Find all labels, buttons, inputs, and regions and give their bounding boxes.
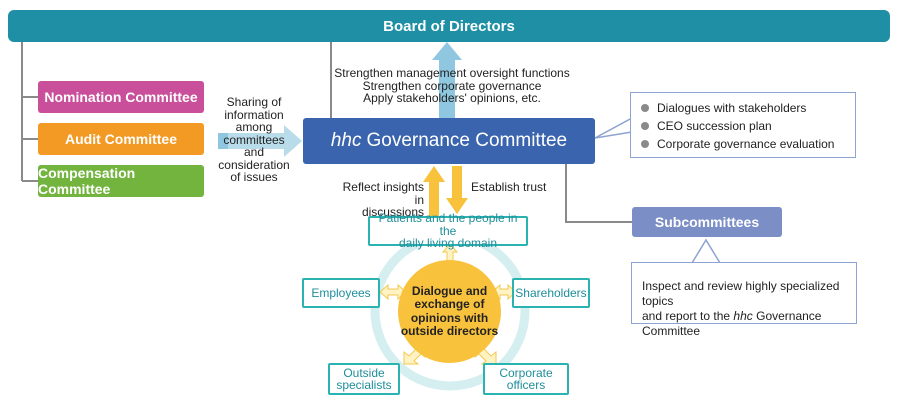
oversight-text: Strengthen management oversight function… — [334, 66, 570, 105]
bullet-dot-icon — [641, 140, 649, 148]
bullet-item: CEO succession plan — [641, 117, 855, 135]
stakeholder-shareholders: Shareholders — [512, 278, 590, 308]
trust-text: Establish trust — [471, 180, 547, 194]
governance-committee: hhc Governance Committee — [303, 118, 595, 164]
bullet-item: Dialogues with stakeholders — [641, 99, 855, 117]
reflect-text: Reflect insights in discussions — [342, 180, 424, 219]
subcommittee-description: Inspect and review highly specialized to… — [631, 262, 857, 338]
compensation-committee: Compensation Committee — [38, 165, 204, 197]
governance-prefix: hhc — [330, 130, 362, 151]
governance-label: Governance Committee — [366, 130, 568, 151]
bullet-dot-icon — [641, 122, 649, 130]
up-yellow-arrow-icon — [423, 166, 445, 216]
governance-bullet-box: Dialogues with stakeholders CEO successi… — [630, 92, 856, 158]
audit-committee: Audit Committee — [38, 123, 204, 155]
subcommittees: Subcommittees — [632, 207, 782, 237]
bullet-item: Corporate governance evaluation — [641, 135, 855, 153]
right-arrow-icon — [218, 125, 302, 157]
bullet-dot-icon — [641, 104, 649, 112]
up-arrow-icon — [432, 42, 462, 118]
stakeholder-employees: Employees — [302, 278, 380, 308]
sharing-text: Sharing of information among committees … — [218, 95, 290, 184]
board-of-directors: Board of Directors — [8, 10, 890, 42]
dialogue-hub: Dialogue and exchange of opinions with o… — [398, 260, 501, 363]
down-yellow-arrow-icon — [446, 166, 468, 214]
nomination-committee: Nomination Committee — [38, 81, 204, 113]
